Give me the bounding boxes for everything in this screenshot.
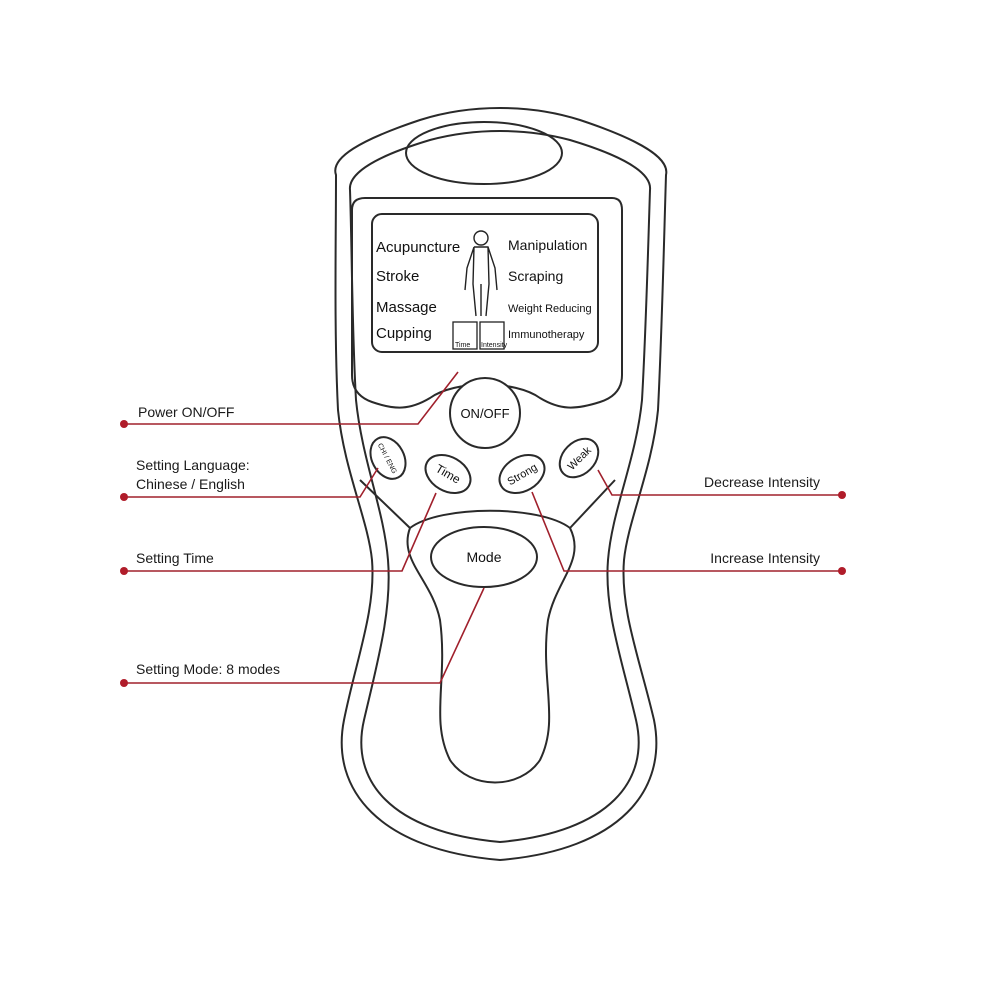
leader-power <box>124 371 459 425</box>
device-body <box>334 107 668 862</box>
callout-mode: Setting Mode: 8 modes <box>120 587 485 687</box>
weak-button[interactable]: Weak <box>552 431 606 485</box>
human-figure-icon <box>464 230 498 317</box>
mode-button-label: Mode <box>466 549 501 565</box>
leader-decrease <box>597 469 842 496</box>
language-button[interactable]: CHI / ENG <box>364 431 413 485</box>
lcd-content: Acupuncture Stroke Massage Cupping Manip… <box>376 230 592 350</box>
power-button-label: ON/OFF <box>460 406 509 421</box>
mode-acupuncture: Acupuncture <box>376 239 460 256</box>
lcd-display <box>371 213 599 353</box>
callout-time-label: Setting Time <box>136 550 214 566</box>
device-outer-outline <box>334 107 668 862</box>
mode-cupping: Cupping <box>376 325 432 342</box>
time-box-label: Time <box>455 342 470 349</box>
callout-power: Power ON/OFF <box>120 371 459 428</box>
device-inner-outline <box>348 130 652 844</box>
dot-increase <box>838 567 846 575</box>
intensity-box <box>479 321 505 350</box>
mode-manipulation: Manipulation <box>508 237 587 253</box>
dot-language <box>120 493 128 501</box>
dot-mode <box>120 679 128 687</box>
mode-scraping: Scraping <box>508 268 563 284</box>
power-button[interactable]: ON/OFF <box>449 377 521 449</box>
mode-immunotherapy: Immunotherapy <box>508 329 585 341</box>
callout-increase: Increase Intensity <box>531 491 846 575</box>
mode-stroke: Stroke <box>376 268 419 285</box>
dot-decrease <box>838 491 846 499</box>
mode-weight-reducing: Weight Reducing <box>508 303 592 315</box>
leader-time <box>124 492 437 572</box>
speaker-grille <box>405 121 563 185</box>
dot-time <box>120 567 128 575</box>
callout-language-label-2: Chinese / English <box>136 476 245 492</box>
leader-language <box>124 467 379 498</box>
intensity-box-label: Intensity <box>481 342 508 349</box>
lower-groove <box>406 509 576 784</box>
leader-increase <box>531 491 842 572</box>
callout-increase-label: Increase Intensity <box>710 550 820 566</box>
callout-decrease: Decrease Intensity <box>597 469 846 499</box>
callout-decrease-label: Decrease Intensity <box>704 474 820 490</box>
time-box <box>452 321 478 350</box>
callout-language: Setting Language: Chinese / English <box>120 457 379 501</box>
strong-button[interactable]: Strong <box>493 447 552 500</box>
callout-time: Setting Time <box>120 492 437 575</box>
mode-massage: Massage <box>376 299 437 316</box>
dot-power <box>120 420 128 428</box>
mode-button[interactable]: Mode <box>430 526 538 588</box>
leader-mode <box>124 587 485 684</box>
left-crease <box>359 479 411 529</box>
time-button[interactable]: Time <box>419 447 478 500</box>
callout-mode-label: Setting Mode: 8 modes <box>136 661 280 677</box>
callout-power-label: Power ON/OFF <box>138 404 234 420</box>
callout-language-label-1: Setting Language: <box>136 457 250 473</box>
